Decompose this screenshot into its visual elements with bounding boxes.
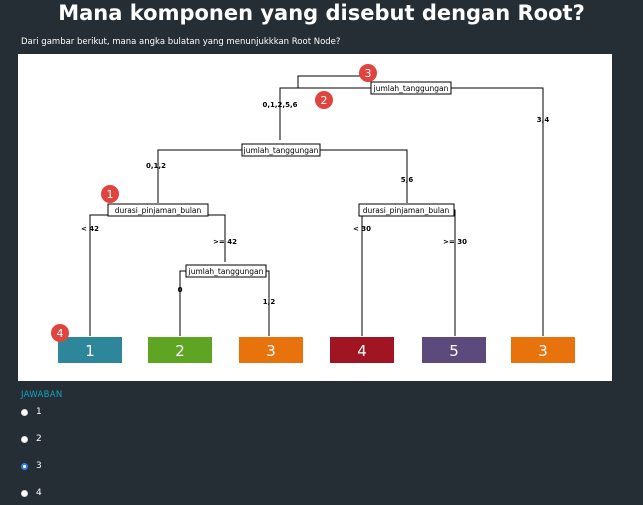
split-node-root: jumlah_tanggungan (370, 81, 452, 95)
option-1-label: 1 (36, 407, 42, 417)
leaf-label: 1 (85, 342, 95, 360)
leaf-node: 2 (148, 337, 212, 363)
split-node-deep: jumlah_tanggungan (185, 264, 267, 278)
leaf-node: 3 (511, 337, 575, 363)
page-title: Mana komponen yang disebut dengan Root? (58, 1, 585, 25)
marker-4-label: 4 (57, 327, 64, 340)
decision-tree-figure: jumlah_tanggungan jumlah_tanggungan dura… (18, 54, 612, 381)
leaf-node: 1 (58, 337, 122, 363)
edge-label-ll-right: >= 42 (213, 238, 237, 246)
leaf-label: 4 (357, 342, 367, 360)
split-node-left-left: durasi_pinjaman_bulan (107, 203, 209, 217)
radio-option-3[interactable] (21, 462, 28, 470)
option-3[interactable]: 3 (21, 459, 42, 473)
leaf-label: 3 (266, 342, 276, 360)
split-node-left-right: durasi_pinjaman_bulan (358, 203, 455, 217)
marker-3-label: 3 (365, 67, 372, 80)
leaf-box (239, 337, 303, 363)
option-3-label: 3 (36, 461, 42, 471)
radio-option-4[interactable] (21, 489, 28, 497)
leaf-box (330, 337, 394, 363)
edge-label-lr-left: < 30 (353, 225, 371, 233)
leaf-box (511, 337, 575, 363)
edge-label-deep-left: 0 (178, 286, 183, 294)
marker-1: 1 (101, 185, 119, 203)
marker-2-label: 2 (321, 94, 328, 107)
option-4[interactable]: 4 (21, 486, 42, 500)
leaf-node: 3 (239, 337, 303, 363)
edge-label-lr-right: >= 30 (443, 238, 467, 246)
leaf-box (58, 337, 122, 363)
decision-tree-diagram: jumlah_tanggungan jumlah_tanggungan dura… (51, 64, 575, 363)
option-4-label: 4 (36, 488, 42, 498)
answer-heading: JAWABAN (21, 390, 63, 400)
edge-label-ll-left: < 42 (81, 225, 99, 233)
split-node-left-left-label: durasi_pinjaman_bulan (115, 206, 202, 215)
split-node-left-child: jumlah_tanggungan (241, 143, 321, 157)
leaf-label: 5 (449, 342, 459, 360)
edge-label-deep-right: 1,2 (263, 298, 276, 306)
option-1[interactable]: 1 (21, 405, 42, 419)
split-node-root-label: jumlah_tanggungan (373, 84, 449, 93)
leaf-box (148, 337, 212, 363)
option-2-label: 2 (36, 434, 42, 444)
leaf-label: 2 (175, 342, 185, 360)
leaf-box (422, 337, 486, 363)
option-2[interactable]: 2 (21, 432, 42, 446)
split-node-deep-label: jumlah_tanggungan (188, 267, 264, 276)
split-node-left-child-label: jumlah_tanggungan (243, 146, 319, 155)
marker-3: 3 (359, 64, 377, 82)
question-text: Dari gambar berikut, mana angka bulatan … (21, 37, 341, 47)
leaf-node: 5 (422, 337, 486, 363)
leaf-node: 4 (330, 337, 394, 363)
tree-edges (89, 75, 544, 336)
marker-2: 2 (315, 91, 333, 109)
marker-4: 4 (51, 324, 69, 342)
split-node-left-right-label: durasi_pinjaman_bulan (363, 206, 450, 215)
edge-label-root-left: 0,1,2,5,6 (263, 101, 298, 109)
leaf-nodes: 1 2 3 4 5 3 (58, 337, 575, 363)
marker-1-label: 1 (107, 188, 114, 201)
radio-option-2[interactable] (21, 435, 28, 443)
leaf-label: 3 (538, 342, 548, 360)
edge-label-root-right: 3,4 (537, 116, 550, 124)
edge-label-lc-right: 5,6 (401, 176, 414, 184)
edge-label-lc-left: 0,1,2 (146, 162, 166, 170)
radio-option-1[interactable] (21, 408, 28, 416)
